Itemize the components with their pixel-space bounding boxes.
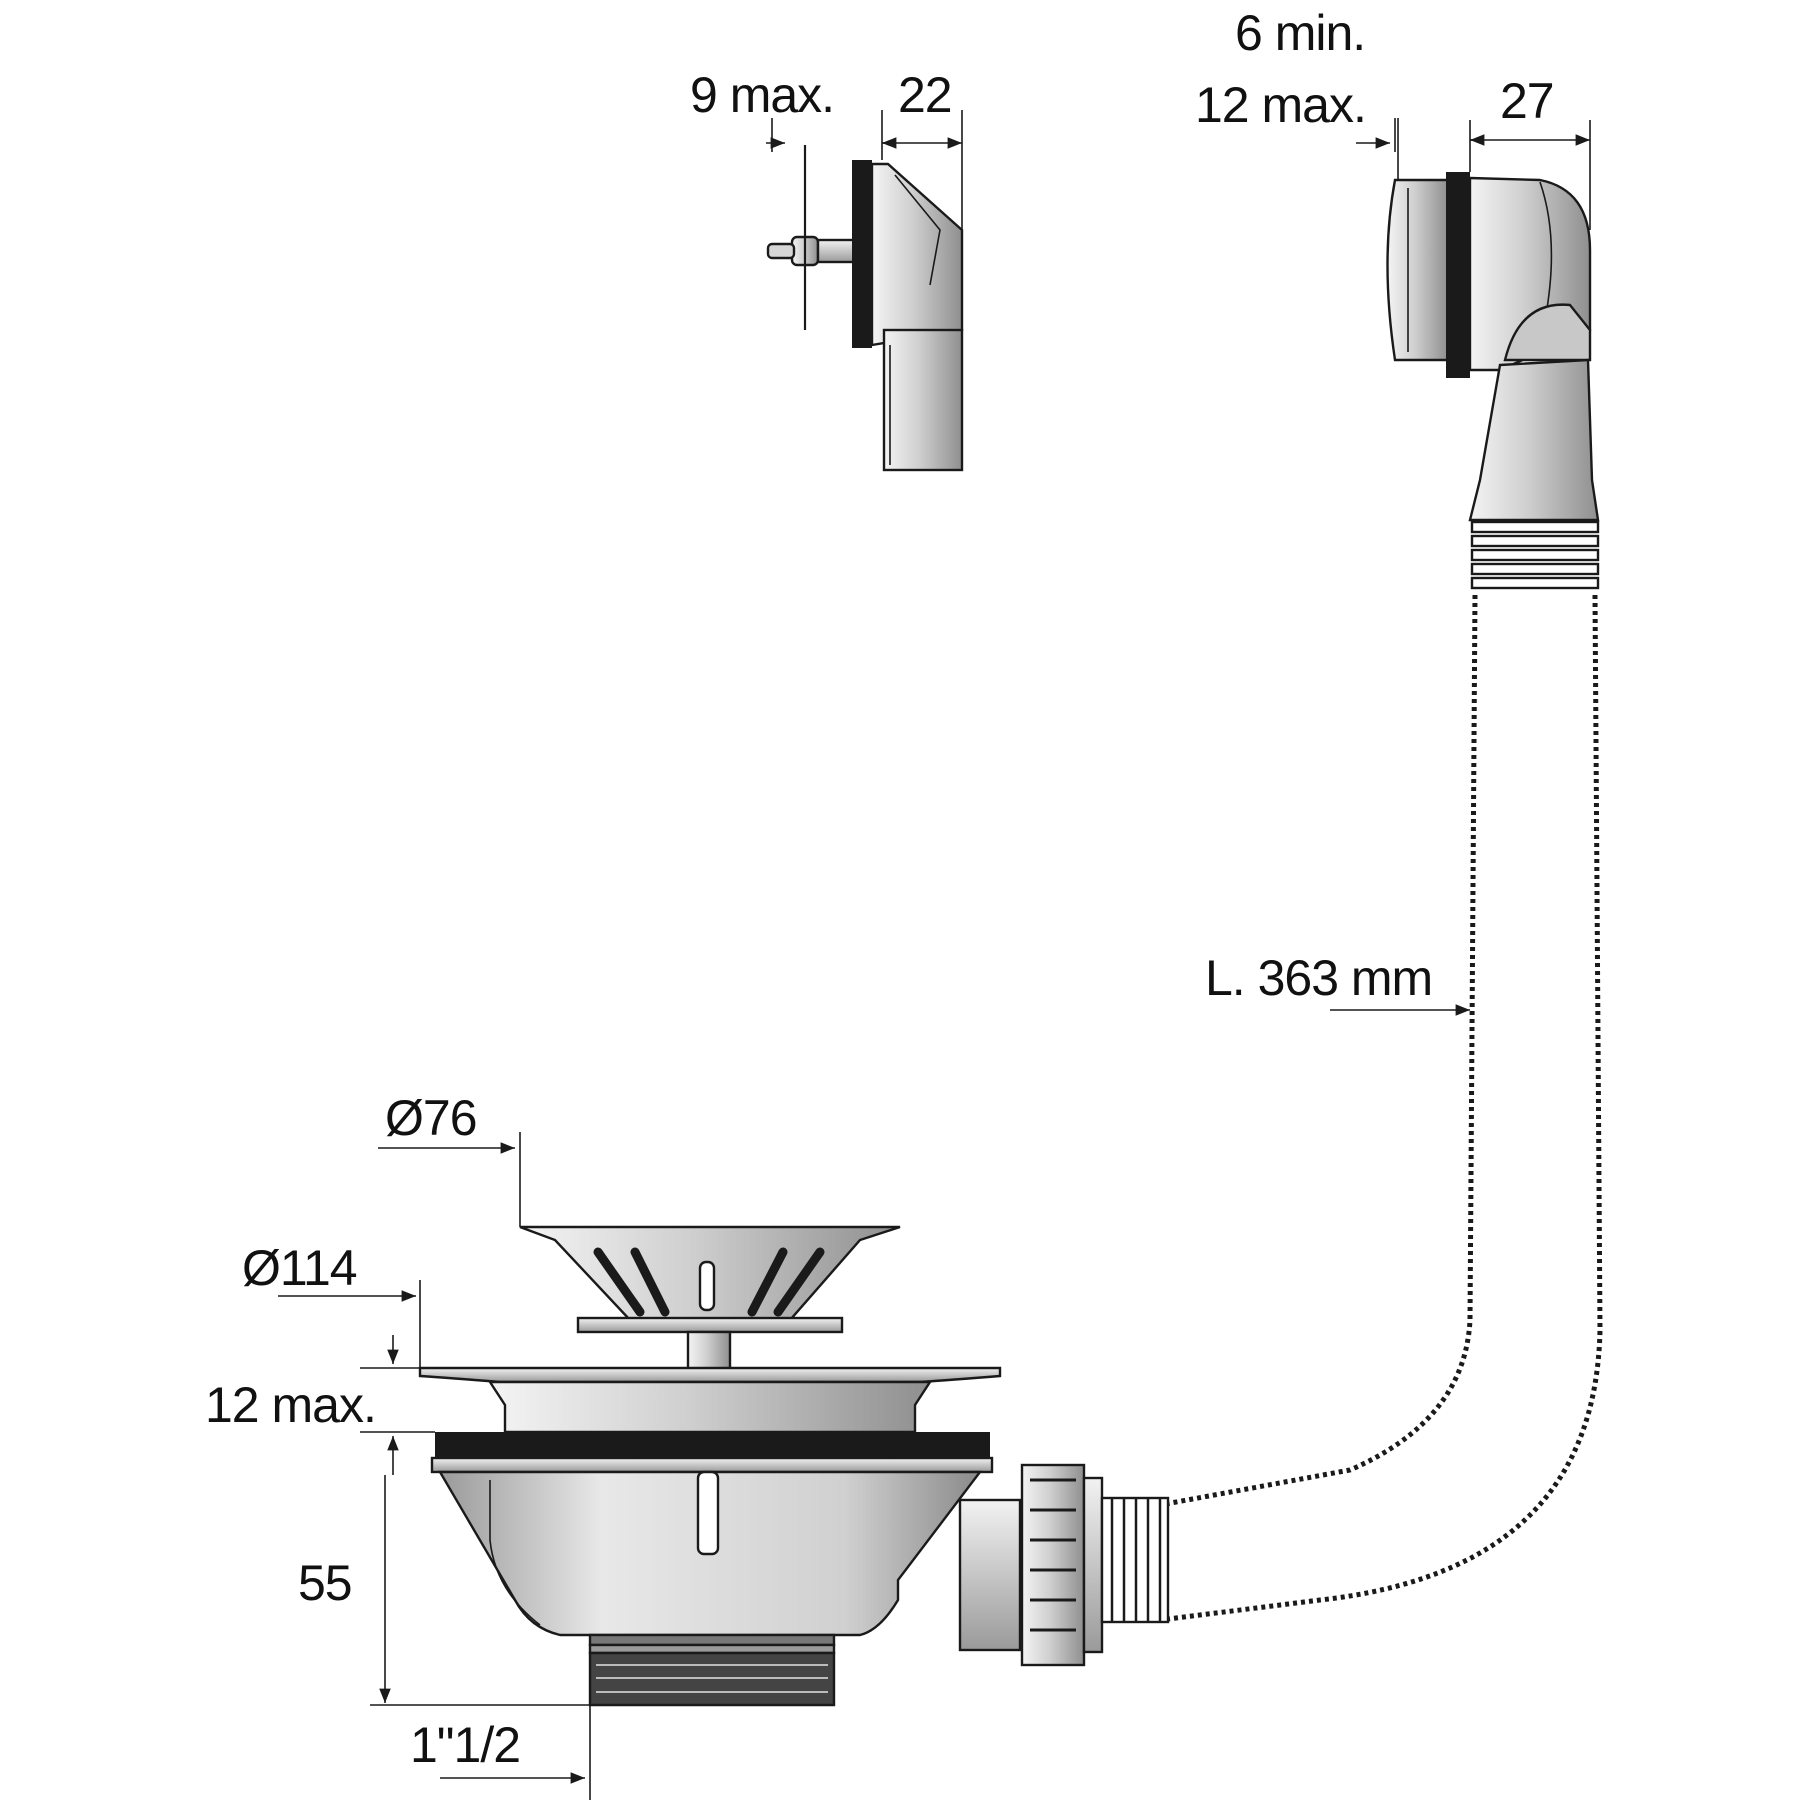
overflow-hose: L. 363 mm (1159, 358, 1603, 1623)
body-height-label: 55 (298, 1555, 352, 1611)
sink-thickness-label: 12 max. (205, 1377, 376, 1433)
overflow-left-assembly: 9 max. 22 (690, 67, 964, 472)
strainer-slots (593, 1247, 825, 1317)
overflow-left-gasket (852, 160, 872, 348)
outlet-thread-label: 1"1/2 (410, 1717, 520, 1773)
hose-outer-wall (1159, 594, 1603, 1623)
hose-top-ribs (1470, 520, 1600, 590)
overflow-right-cover (1386, 178, 1450, 362)
overflow-right-depth-label: 27 (1500, 73, 1554, 129)
flange-diameter-label: Ø114 (242, 1240, 357, 1296)
sink-flange (418, 1366, 1002, 1384)
overflow-right-gasket (1446, 172, 1470, 378)
overflow-left-screw (766, 235, 856, 267)
body-dimensions: Ø114 12 max. 55 1"1/2 (205, 1240, 591, 1800)
overflow-left-body (870, 162, 964, 347)
basket-strainer: Ø76 (378, 1090, 901, 1384)
strainer-disc (576, 1316, 844, 1334)
overflow-right-assembly: 6 min. 12 max. 27 (1195, 5, 1592, 378)
outlet-thread (588, 1633, 836, 1707)
waste-body (418, 1366, 1170, 1707)
backnut-plate (430, 1456, 994, 1474)
overflow-left-downpipe (882, 328, 964, 472)
hose-top-connector (1468, 358, 1600, 522)
sink-gasket (435, 1432, 990, 1458)
hose-length-label: L. 363 mm (1205, 950, 1432, 1006)
overflow-left-depth-label: 22 (898, 67, 952, 123)
hose-inner-wall (1159, 594, 1478, 1508)
overflow-left-thickness-label: 9 max. (690, 67, 834, 123)
overflow-right-max-label: 12 max. (1195, 77, 1366, 133)
strainer-diameter-label: Ø76 (385, 1090, 477, 1146)
overflow-right-min-label: 6 min. (1235, 5, 1365, 61)
overflow-connector-nut (958, 1463, 1170, 1667)
